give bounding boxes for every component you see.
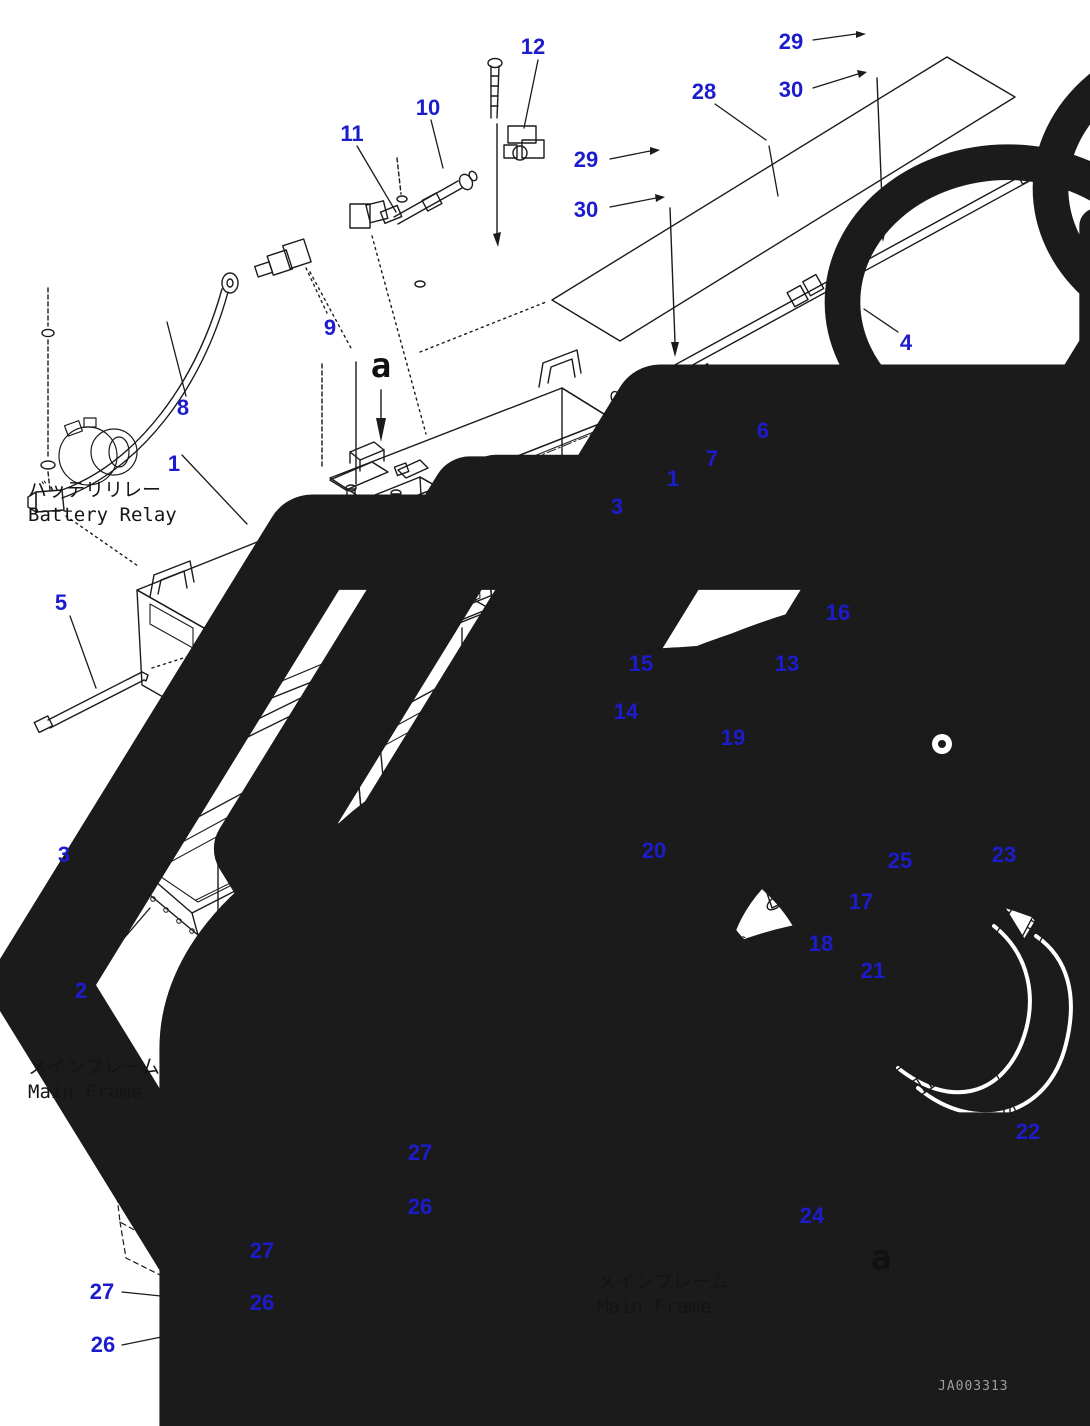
battery-tray-2 [125, 637, 601, 936]
callout-26: 26 [249, 1290, 275, 1315]
connector-12 [407, 57, 1090, 1415]
main-frame-right-label-en: Main Frame [597, 1296, 712, 1318]
callout-6: 6 [756, 418, 770, 443]
callout-15: 15 [628, 651, 654, 676]
callout-1: 1 [167, 451, 181, 476]
battery-relay-label: バッテリリレー Battery Relay [28, 478, 177, 528]
bolt-18 [765, 860, 805, 911]
callout-17: 17 [848, 889, 874, 914]
main-frame-right-label: メインフレーム Main Frame [597, 1270, 729, 1320]
cable-21 [894, 886, 1034, 1096]
bolt-20 [680, 776, 703, 809]
callout-30: 30 [573, 197, 599, 222]
figure-number-watermark: JA003313 [938, 1379, 1009, 1394]
bracket-13 [776, 699, 1090, 1426]
battery-relay-label-en: Battery Relay [28, 504, 177, 526]
connector-24 [721, 1105, 1090, 1426]
callout-22: 22 [1015, 1119, 1041, 1144]
main-frame-left-drawing [107, 851, 659, 1281]
callout-20: 20 [641, 838, 667, 863]
battery-relay-icon [58, 417, 138, 486]
leader-lines [69, 31, 1021, 1346]
callout-13: 13 [774, 651, 800, 676]
callout-10: 10 [415, 95, 441, 120]
callout-27: 27 [407, 1140, 433, 1165]
callout-28: 28 [691, 79, 717, 104]
relay-16 [888, 689, 998, 790]
rail-3b [321, 570, 561, 674]
callout-2: 2 [74, 978, 88, 1003]
marker-a-top-arrow [376, 389, 386, 442]
callout-3: 3 [610, 494, 624, 519]
main-frame-left-label-jp: メインフレーム [28, 1056, 160, 1078]
callout-24: 24 [799, 1203, 825, 1228]
callout-1: 1 [666, 466, 680, 491]
callout-8: 8 [176, 395, 190, 420]
callout-29: 29 [573, 147, 599, 172]
callout-27: 27 [89, 1279, 115, 1304]
main-frame-left-label-en: Main Frame [28, 1081, 143, 1103]
battery-clamp-assembly [251, 361, 1090, 1426]
callout-19: 19 [720, 725, 746, 750]
callout-4: 4 [899, 330, 913, 355]
main-frame-right-drawing [564, 921, 811, 1287]
callout-25: 25 [887, 848, 913, 873]
callout-26: 26 [407, 1194, 433, 1219]
callout-30: 30 [778, 77, 804, 102]
cover-19 [739, 771, 813, 857]
callout-21: 21 [860, 958, 886, 983]
elbow-connector-11 [349, 200, 403, 229]
projection-lines [217, 599, 959, 1303]
section-marker-a-top: a [370, 346, 392, 386]
callout-29: 29 [778, 29, 804, 54]
callout-12: 12 [520, 34, 546, 59]
cover-panel-28 [551, 56, 1016, 342]
nut-30-left [661, 207, 1090, 1350]
callout-11: 11 [340, 121, 364, 146]
callout-23: 23 [991, 842, 1017, 867]
callout-18: 18 [808, 931, 834, 956]
section-marker-a-bottom: a [870, 1238, 892, 1278]
callout-7: 7 [705, 446, 719, 471]
main-frame-right-label-jp: メインフレーム [597, 1271, 729, 1293]
callout-27: 27 [249, 1238, 275, 1263]
callout-14: 14 [613, 699, 639, 724]
marker-a-bottom-arrow [876, 1179, 886, 1238]
plate-25 [817, 782, 859, 816]
bolt-14 [661, 697, 701, 757]
battery-relay-label-jp: バッテリリレー [28, 479, 162, 501]
rail-3a [149, 693, 318, 782]
battery-cable-10 [371, 157, 1090, 1299]
callout-16: 16 [825, 600, 851, 625]
callout-26: 26 [90, 1332, 116, 1357]
callout-3: 3 [57, 842, 71, 867]
main-frame-left-label: メインフレーム Main Frame [28, 1055, 160, 1105]
callout-9: 9 [323, 315, 337, 340]
rod-5 [33, 653, 197, 734]
callout-5: 5 [54, 590, 68, 615]
battery-cable-8 [27, 272, 1090, 1426]
elbow-connector-9 [254, 238, 353, 351]
